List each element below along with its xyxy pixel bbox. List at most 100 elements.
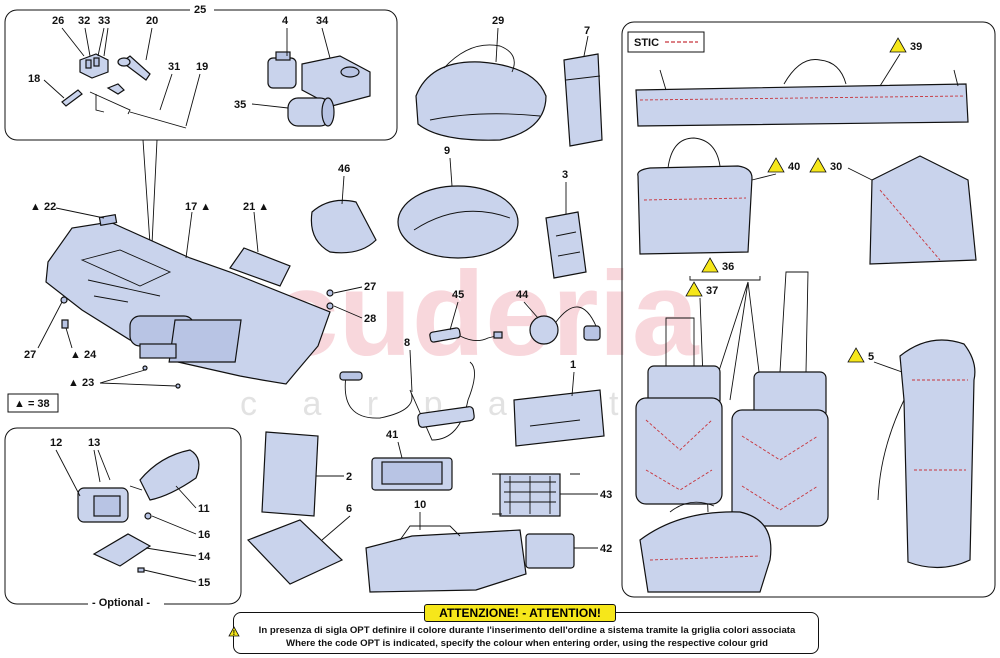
label-42: 42	[600, 543, 612, 555]
label-46: 46	[338, 163, 350, 175]
label-7: 7	[584, 25, 590, 37]
label-35: 35	[234, 99, 246, 111]
label-37: 37	[706, 285, 718, 297]
label-9: 9	[444, 145, 450, 157]
label-20: 20	[146, 15, 158, 27]
warning-icon	[809, 157, 827, 173]
bracket-12-part	[77, 487, 129, 523]
notice-line-english: Where the code OPT is indicated, specify…	[286, 638, 768, 649]
label-16: 16	[198, 529, 210, 541]
label-40: 40	[788, 161, 800, 173]
label-39: 39	[910, 41, 922, 53]
wheel-cover-part	[397, 185, 519, 259]
duffel-bag-10-part	[365, 525, 527, 593]
label-33: 33	[98, 15, 110, 27]
label-29: 29	[492, 15, 504, 27]
label-25: 25	[194, 4, 206, 16]
cover-46-part	[310, 199, 377, 254]
triangle-legend-box	[7, 393, 59, 413]
suitcase-front-right-part	[731, 409, 829, 527]
label-26: 26	[52, 15, 64, 27]
trunk-tray-part	[45, 221, 331, 385]
pouch-6-part	[246, 519, 344, 585]
warning-icon	[889, 37, 907, 53]
label-27-left: 27	[24, 349, 36, 361]
label-11: 11	[198, 503, 210, 515]
notice-title: ATTENZIONE! - ATTENTION!	[424, 604, 616, 622]
label-19: 19	[196, 61, 208, 73]
notice-line-italian: In presenza di sigla OPT definire il col…	[258, 625, 796, 636]
clip-22-part	[98, 213, 118, 227]
trolley-small-part	[647, 317, 721, 407]
bit-holder-part	[79, 53, 109, 79]
garment-bag-30-part	[869, 155, 977, 265]
label-1: 1	[570, 359, 576, 371]
plate-21-part	[229, 247, 291, 287]
case-42-part	[525, 533, 575, 569]
case-41-part	[371, 457, 453, 491]
warning-icon	[701, 257, 719, 273]
label-45: 45	[452, 289, 464, 301]
manual-3-part	[545, 211, 587, 279]
label-31: 31	[168, 61, 180, 73]
label-41: 41	[386, 429, 398, 441]
golf-bag-5-part	[877, 339, 976, 569]
label-10: 10	[414, 499, 426, 511]
screw-27-part	[326, 289, 334, 297]
triangle-legend-text: ▲ = 38	[14, 398, 50, 410]
label-34: 34	[316, 15, 329, 27]
label-8: 8	[404, 337, 410, 349]
golf-bag-cover-39-part	[635, 59, 969, 127]
label-22: ▲ 22	[30, 201, 56, 213]
stic-label: STIC	[634, 37, 659, 49]
label-5: 5	[868, 351, 874, 363]
svg-text:!: !	[233, 630, 235, 637]
label-14: 14	[198, 551, 211, 563]
screw-16-part	[144, 512, 152, 520]
label-4: 4	[282, 15, 289, 27]
screw-27-left-part	[60, 296, 68, 304]
handbag-40-part	[637, 137, 753, 255]
label-21: 21 ▲	[243, 201, 269, 213]
sealant-bottle-part	[287, 97, 335, 127]
label-44: 44	[516, 289, 529, 301]
label-32: 32	[78, 15, 90, 27]
warning-icon	[685, 281, 703, 297]
bracket-14-part	[92, 533, 152, 567]
charger-45-part	[429, 327, 503, 343]
fastener-23a-part	[142, 365, 148, 371]
label-13: 13	[88, 437, 100, 449]
label-30: 30	[830, 161, 842, 173]
label-18: 18	[28, 73, 40, 85]
clip-15-part	[137, 567, 145, 573]
label-3: 3	[562, 169, 568, 181]
label-24: ▲ 24	[70, 349, 97, 361]
label-17: 17 ▲	[185, 201, 211, 213]
label-43: 43	[600, 489, 612, 501]
manual-2-part	[261, 431, 319, 517]
compressor-part	[301, 55, 371, 107]
net-43-part	[492, 473, 580, 517]
label-36: 36	[722, 261, 734, 273]
tool-set-part	[61, 83, 187, 129]
optional-label: - Optional -	[92, 597, 150, 609]
label-12: 12	[50, 437, 62, 449]
trolley-large-part	[753, 271, 827, 419]
sealant-cartridge-part	[267, 51, 297, 89]
fastener-23b-part	[175, 383, 181, 389]
pouch-part	[563, 53, 603, 147]
duffel-small-part	[639, 501, 772, 593]
label-27-right: 27	[364, 281, 376, 293]
battery-charger-part	[339, 361, 475, 441]
warning-icon: !	[228, 626, 240, 637]
screw-28-part	[326, 302, 334, 310]
extinguisher-part	[129, 449, 200, 501]
label-6: 6	[346, 503, 352, 515]
label-2: 2	[346, 471, 352, 483]
wrench-handle-part	[117, 55, 151, 81]
car-cover-bag-part	[415, 44, 547, 141]
adapter-44-part	[529, 306, 601, 345]
warning-icon	[767, 157, 785, 173]
label-15: 15	[198, 577, 210, 589]
